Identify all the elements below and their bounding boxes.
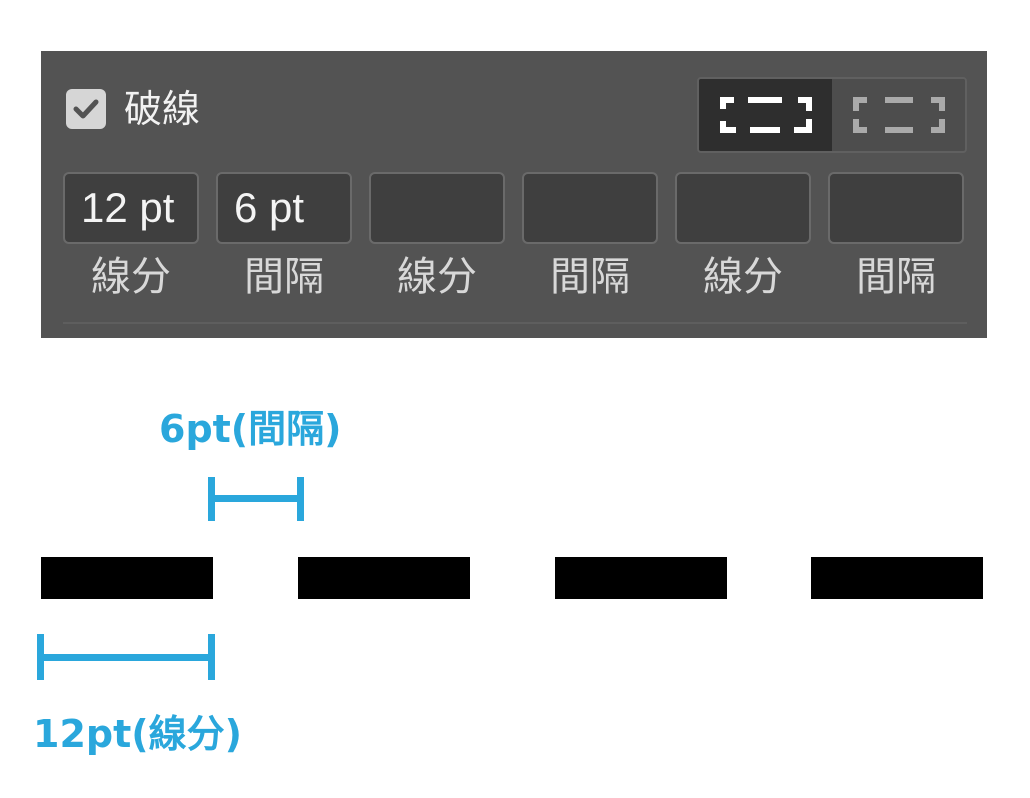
dash-gap-fields: 12 pt 線分 6 pt 間隔 線分 間隔 線分 間隔 [63,172,964,300]
dash-1-field-group: 12 pt 線分 [63,172,199,300]
dash-1-caption: 線分 [91,254,171,300]
gap-3-field-group: 間隔 [828,172,964,300]
segment-annotation-label: 12pt(線分) [33,712,242,756]
dash-align-corners-button[interactable] [699,79,832,151]
dash-segment-2 [298,557,470,599]
dash-segment-1 [41,557,213,599]
dash-mode-toggle-group [697,77,967,153]
dash-3-field-group: 線分 [675,172,811,300]
gap-measure-bracket [208,477,304,521]
segment-measure-bracket [37,634,215,680]
gap-2-caption: 間隔 [550,254,630,300]
gap-1-caption: 間隔 [244,254,324,300]
dash-segment-3 [555,557,727,599]
gap-annotation-label: 6pt(間隔) [159,407,342,451]
dash-exact-length-button[interactable] [832,79,965,151]
gap-3-input[interactable] [828,172,964,244]
dash-3-caption: 線分 [703,254,783,300]
dash-2-caption: 線分 [397,254,477,300]
gap-3-caption: 間隔 [856,254,936,300]
gap-2-field-group: 間隔 [522,172,658,300]
dash-exact-length-icon [852,97,945,133]
gap-1-field-group: 6 pt 間隔 [216,172,352,300]
dashed-line-label: 破線 [124,87,201,131]
dash-align-corners-icon [719,97,812,133]
panel-divider [63,322,967,324]
dash-3-input[interactable] [675,172,811,244]
checkmark-icon [73,99,99,119]
dash-1-input[interactable]: 12 pt [63,172,199,244]
stroke-dash-panel: 破線 [41,51,987,338]
dashed-line-checkbox[interactable] [66,89,106,129]
dash-2-input[interactable] [369,172,505,244]
dash-2-field-group: 線分 [369,172,505,300]
dashed-line-toggle[interactable]: 破線 [66,89,200,129]
gap-1-input[interactable]: 6 pt [216,172,352,244]
gap-2-input[interactable] [522,172,658,244]
dash-segment-4 [811,557,983,599]
